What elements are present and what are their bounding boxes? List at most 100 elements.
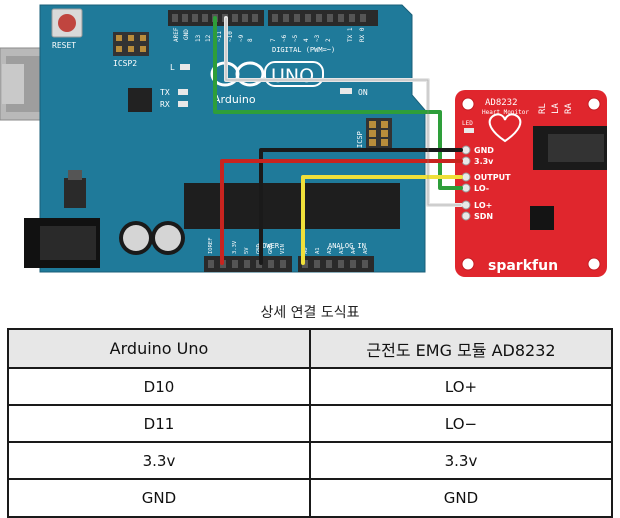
- sensor-title: AD8232: [485, 98, 518, 108]
- arduino-pin-cell: D10: [7, 367, 311, 406]
- digital-pin-label: ~3: [314, 34, 321, 42]
- sensor-pin-cell: GND: [309, 478, 613, 518]
- sensor-pin-cell: LO−: [309, 404, 613, 443]
- digital-pin-label: RX 0: [359, 27, 366, 42]
- analog-in-label: ANALOG IN: [328, 242, 366, 250]
- power-pin-label: GND: [268, 244, 274, 254]
- red-wire-3v3: [220, 159, 463, 265]
- sensor-pin-label: LO-: [474, 184, 489, 193]
- tx-led-label: TX: [160, 88, 170, 97]
- heart-icon: [488, 113, 522, 143]
- sensor-pin-label: OUTPUT: [474, 173, 511, 182]
- yellow-wire-a0: [301, 175, 463, 265]
- on-led: [340, 88, 352, 94]
- sensor-pin-cell: LO+: [309, 367, 613, 406]
- table-row: GND GND: [7, 478, 613, 518]
- icsp2-header: [113, 32, 149, 56]
- audio-jack: [533, 126, 607, 170]
- sensor-led: [464, 128, 474, 133]
- digital-label: DIGITAL (PWM=~): [272, 46, 335, 54]
- digital-pin-label: ~6: [281, 34, 288, 42]
- sparkfun-logo: sparkfun: [488, 258, 558, 274]
- sensor-pin-pad: [461, 211, 471, 221]
- arduino-pin-cell: 3.3v: [7, 441, 311, 480]
- sensor-pin-cell: 3.3v: [309, 441, 613, 480]
- table-row: D11 LO−: [7, 404, 613, 443]
- arduino-brand: Arduino: [213, 93, 256, 106]
- analog-pin-labels: A0 A1 A2 A3 A4 A5: [303, 247, 369, 254]
- sensor-pin-label: SDN: [474, 212, 493, 221]
- reset-button: [51, 8, 83, 38]
- usb-chip: [128, 88, 152, 112]
- icsp-header: [366, 118, 392, 148]
- column-header-ad8232: 근전도 EMG 모듈 AD8232: [309, 328, 613, 369]
- uno-logo-text: UNO: [271, 65, 314, 87]
- sensor-pin-pad: [461, 200, 471, 210]
- arduino-pin-cell: D11: [7, 404, 311, 443]
- digital-pin-label: ~11: [216, 31, 223, 42]
- electrode-label: LA: [551, 103, 561, 114]
- wire-outline: [225, 18, 461, 206]
- l-led-label: L: [170, 63, 175, 72]
- aref-label: AREF: [173, 27, 180, 42]
- sensor-pin-label: LO+: [474, 201, 492, 210]
- sensor-pin-label: GND: [474, 146, 494, 155]
- black-wire-gnd: [259, 148, 463, 265]
- gnd-pin-label: GND: [183, 29, 190, 40]
- digital-pin-label: 13: [195, 34, 202, 42]
- power-label: POWER: [258, 242, 280, 250]
- table-row: D10 LO+: [7, 367, 613, 406]
- regulator-tab: [68, 170, 82, 180]
- digital-pin-label: ~10: [227, 31, 234, 42]
- digital-pin-label: 8: [247, 38, 254, 42]
- reset-label: RESET: [52, 41, 76, 50]
- digital-pin-label: ~5: [292, 34, 299, 42]
- led-label: LED: [462, 120, 473, 127]
- l-led: [180, 64, 190, 70]
- power-pin-label: VIN: [280, 244, 286, 254]
- rx-led: [178, 101, 188, 107]
- icsp2-label: ICSP2: [113, 59, 137, 68]
- tx-led: [178, 89, 188, 95]
- digital-pin-label: 12: [205, 34, 212, 42]
- power-pin-label: 5V: [244, 247, 250, 254]
- sensor-pin-pad: [461, 183, 471, 193]
- analog-pin-label: A3: [339, 247, 345, 254]
- sensor-pin-label: 3.3v: [474, 157, 494, 166]
- digital-pin-label: 2: [325, 38, 332, 42]
- table-caption: 상세 연결 도식표: [260, 305, 360, 321]
- analog-pin-label: A0: [303, 247, 309, 254]
- analog-pin-label: A4: [351, 247, 357, 254]
- electrode-label: RL: [538, 103, 548, 114]
- table-header-row: Arduino Uno 근전도 EMG 모듈 AD8232: [7, 328, 613, 369]
- sensor-pin-pad: [461, 145, 471, 155]
- on-led-label: ON: [358, 88, 368, 97]
- atmega-chip: [184, 183, 400, 229]
- regulator: [64, 178, 86, 208]
- power-jack: [24, 218, 100, 268]
- analog-pin-label: A1: [315, 247, 321, 254]
- digital-pin-label: 4: [303, 38, 310, 42]
- green-wire-d10: [213, 16, 463, 190]
- icsp-label: ICSP: [356, 131, 364, 148]
- rx-led-label: RX: [160, 100, 170, 109]
- column-header-arduino: Arduino Uno: [7, 328, 311, 369]
- ad8232-chip: [530, 206, 554, 230]
- digital-pin-label: ~9: [238, 34, 245, 42]
- capacitors: [119, 221, 185, 255]
- power-pin-label: 3.3V: [232, 240, 238, 254]
- analog-pin-label: A2: [327, 247, 333, 254]
- sensor-pin-pad: [461, 172, 471, 182]
- connection-table: Arduino Uno 근전도 EMG 모듈 AD8232 D10 LO+ D1…: [7, 328, 613, 518]
- sensor-mount-holes: [461, 97, 601, 271]
- digital-pin-label: 7: [270, 38, 277, 42]
- digital-header-holes: [172, 14, 366, 22]
- analog-pin-label: A5: [363, 247, 369, 254]
- arduino-pin-cell: GND: [7, 478, 311, 518]
- sensor-subtitle: Heart Monitor: [482, 109, 529, 116]
- electrode-label: RA: [564, 103, 574, 114]
